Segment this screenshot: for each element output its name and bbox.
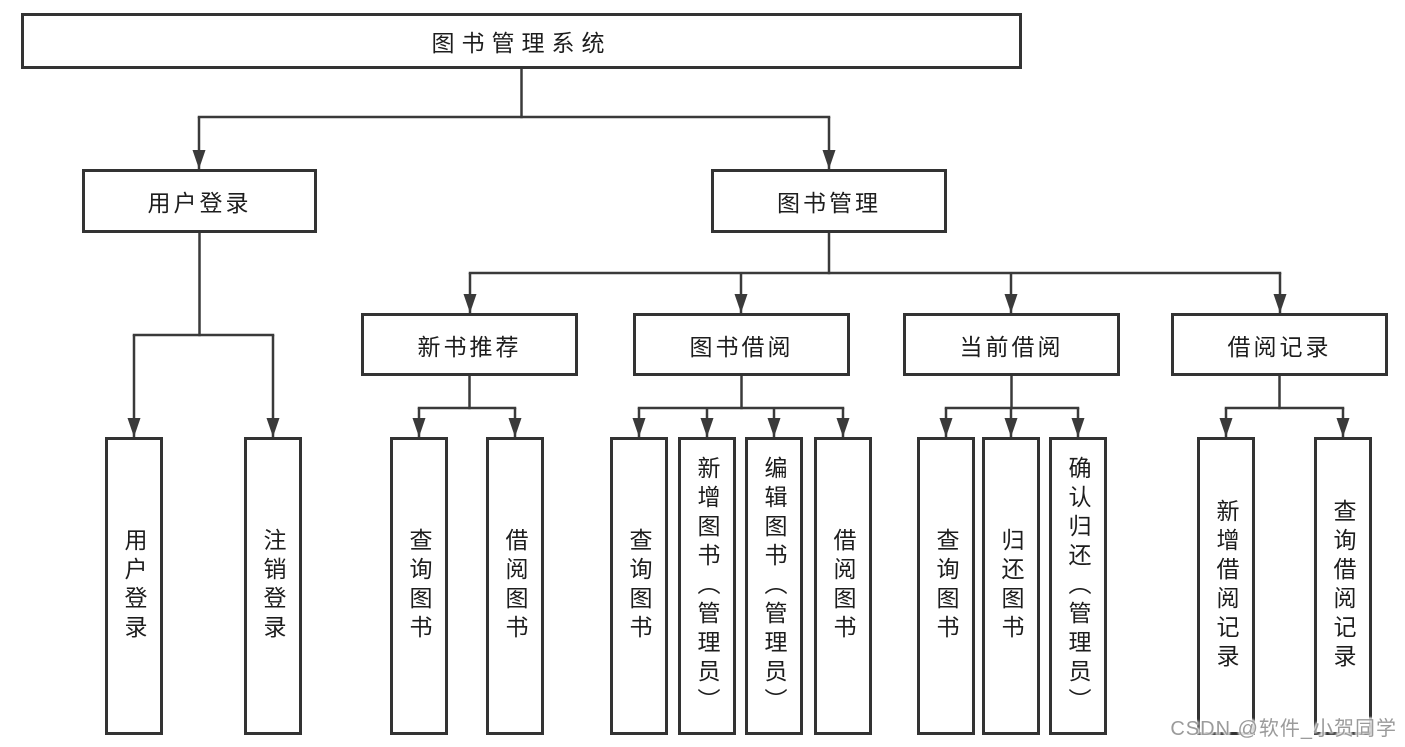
node-book-borrowing: 图书借阅	[633, 313, 850, 376]
leaf-logout-login: 注销登录	[244, 437, 302, 735]
leaf-current-confirm-return-admin: 确认归还（管理员）	[1049, 437, 1107, 735]
leaf-current-return-books: 归还图书	[982, 437, 1040, 735]
leaf-borrowing-add-books-admin: 新增图书（管理员）	[678, 437, 736, 735]
node-new-book-recommend: 新书推荐	[361, 313, 578, 376]
node-borrowing-records: 借阅记录	[1171, 313, 1388, 376]
node-current-borrowing: 当前借阅	[903, 313, 1120, 376]
leaf-current-query-books: 查询图书	[917, 437, 975, 735]
node-user-login-branch: 用户登录	[82, 169, 317, 233]
leaf-records-add-borrow-record: 新增借阅记录	[1197, 437, 1255, 735]
leaf-borrowing-borrow-books: 借阅图书	[814, 437, 872, 735]
leaf-user-login: 用户登录	[105, 437, 163, 735]
csdn-watermark: CSDN @软件_小贺同学	[1170, 718, 1397, 740]
node-library-management-system: 图书管理系统	[21, 13, 1022, 69]
leaf-borrowing-query-books: 查询图书	[610, 437, 668, 735]
node-book-management-branch: 图书管理	[711, 169, 947, 233]
leaf-recommend-query-books: 查询图书	[390, 437, 448, 735]
leaf-records-query-borrow-record: 查询借阅记录	[1314, 437, 1372, 735]
connector-segments	[127, 68, 1350, 437]
leaf-recommend-borrow-books: 借阅图书	[486, 437, 544, 735]
leaf-borrowing-edit-books-admin: 编辑图书（管理员）	[745, 437, 803, 735]
